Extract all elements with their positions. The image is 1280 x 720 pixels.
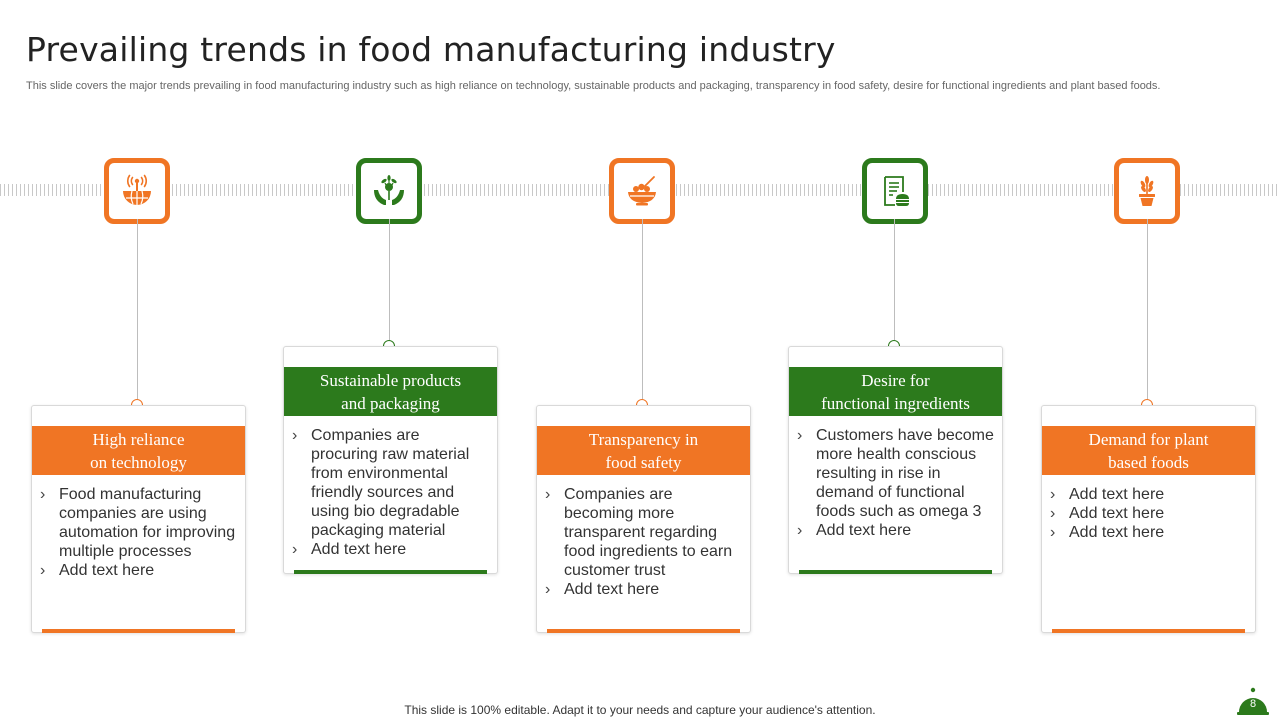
trend-heading: Demand for plant based foods: [1042, 426, 1255, 475]
list-item: Add text here: [795, 521, 994, 540]
potted-plant-icon: [1114, 158, 1180, 224]
trend-points: Companies are procuring raw material fro…: [290, 426, 489, 559]
list-item: Add text here: [1048, 485, 1247, 504]
connector-line: [389, 219, 390, 340]
footer-note: This slide is 100% editable. Adapt it to…: [404, 703, 876, 717]
trend-heading: High reliance on technology: [32, 426, 245, 475]
card-accent-bar: [547, 629, 740, 633]
list-item: Add text here: [1048, 523, 1247, 542]
list-item: Add text here: [543, 580, 742, 599]
list-item: Add text here: [38, 561, 237, 580]
trend-card-1: High reliance on technology Food manufac…: [31, 405, 246, 633]
list-item: Add text here: [1048, 504, 1247, 523]
menu-burger-icon: [862, 158, 928, 224]
trend-points: Companies are becoming more transparent …: [543, 485, 742, 599]
trend-points: Add text here Add text here Add text her…: [1048, 485, 1247, 542]
list-item: Food manufacturing companies are using a…: [38, 485, 237, 561]
slide-subtitle: This slide covers the major trends preva…: [26, 80, 1161, 92]
trend-points: Customers have become more health consci…: [795, 426, 994, 540]
food-bowl-icon: [609, 158, 675, 224]
slide-title: Prevailing trends in food manufacturing …: [26, 30, 836, 69]
list-item: Customers have become more health consci…: [795, 426, 994, 521]
list-item: Companies are procuring raw material fro…: [290, 426, 489, 540]
trend-heading: Sustainable products and packaging: [284, 367, 497, 416]
hands-plant-icon: [356, 158, 422, 224]
trend-card-4: Desire for functional ingredients Custom…: [788, 346, 1003, 574]
trend-heading: Transparency in food safety: [537, 426, 750, 475]
card-accent-bar: [1052, 629, 1245, 633]
card-accent-bar: [799, 570, 992, 574]
trend-card-5: Demand for plant based foods Add text he…: [1041, 405, 1256, 633]
list-item: Add text here: [290, 540, 489, 559]
connector-line: [894, 219, 895, 340]
trend-points: Food manufacturing companies are using a…: [38, 485, 237, 580]
connector-line: [137, 219, 138, 399]
card-accent-bar: [294, 570, 487, 574]
trend-card-3: Transparency in food safety Companies ar…: [536, 405, 751, 633]
page-number: 8: [1249, 698, 1257, 710]
connector-line: [642, 219, 643, 399]
trend-card-2: Sustainable products and packaging Compa…: [283, 346, 498, 574]
trend-heading: Desire for functional ingredients: [789, 367, 1002, 416]
card-accent-bar: [42, 629, 235, 633]
cloche-page-icon: [1237, 687, 1269, 715]
globe-signal-icon: [104, 158, 170, 224]
connector-line: [1147, 219, 1148, 399]
list-item: Companies are becoming more transparent …: [543, 485, 742, 580]
